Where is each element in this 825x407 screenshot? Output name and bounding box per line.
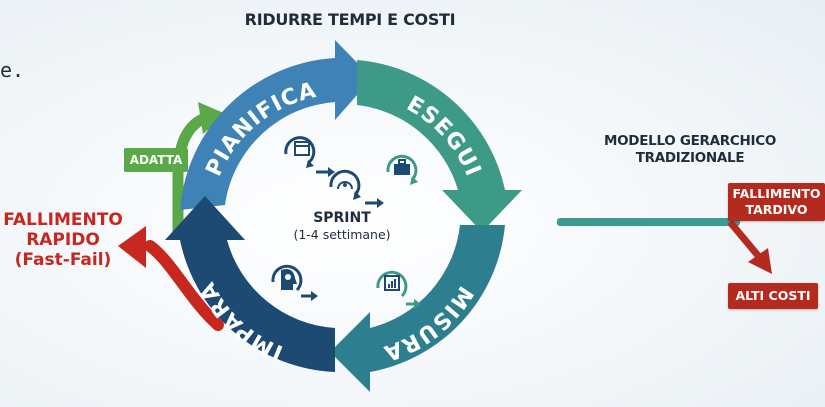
late-failure-line-1: FALLIMENTO bbox=[732, 186, 821, 201]
fast-fail-label: FALLIMENTO RAPIDO (Fast-Fail) bbox=[2, 210, 124, 270]
fast-fail-line-1: FALLIMENTO bbox=[3, 210, 123, 230]
hierarchical-flow bbox=[557, 218, 772, 274]
high-costs-badge: ALTI COSTI bbox=[728, 283, 818, 309]
sprint-cycle-icon bbox=[329, 169, 384, 208]
arrow-esegui bbox=[357, 60, 522, 232]
late-failure-arrow-shaft bbox=[727, 219, 763, 261]
page-title: RIDURRE TEMPI E COSTI bbox=[244, 10, 456, 29]
calendar-cycle-icon bbox=[284, 136, 335, 177]
fast-fail-line-2: RAPIDO bbox=[26, 230, 100, 250]
head-gear-cycle-icon bbox=[271, 264, 318, 301]
traditional-model-title: MODELLO GERARCHICO TRADIZIONALE bbox=[585, 133, 795, 167]
sprint-title: SPRINT bbox=[313, 210, 371, 226]
fast-fail-arrow bbox=[118, 226, 224, 331]
adapt-label: ADATTA bbox=[124, 148, 188, 172]
arrow-misura bbox=[330, 225, 505, 392]
arrow-pianifica bbox=[180, 40, 372, 210]
fast-fail-line-3: (Fast-Fail) bbox=[14, 250, 112, 270]
cycle-ring bbox=[165, 40, 522, 392]
late-failure-line-2: TARDIVO bbox=[745, 202, 808, 217]
arrow-impara bbox=[165, 196, 335, 372]
bar-chart-cycle-icon bbox=[376, 270, 421, 309]
traditional-timeline-bar bbox=[557, 218, 740, 226]
sprint-center-label: SPRINT (1-4 settimane) bbox=[272, 210, 412, 243]
late-failure-arrow-head bbox=[748, 248, 772, 274]
late-failure-badge: FALLIMENTO TARDIVO bbox=[728, 183, 825, 221]
briefcase-cycle-icon bbox=[386, 154, 418, 185]
traditional-model-line-2: TRADIZIONALE bbox=[635, 150, 745, 166]
clipped-text-fragment: e. bbox=[0, 58, 25, 82]
sprint-duration: (1-4 settimane) bbox=[293, 227, 391, 242]
traditional-model-line-1: MODELLO GERARCHICO bbox=[604, 133, 776, 149]
